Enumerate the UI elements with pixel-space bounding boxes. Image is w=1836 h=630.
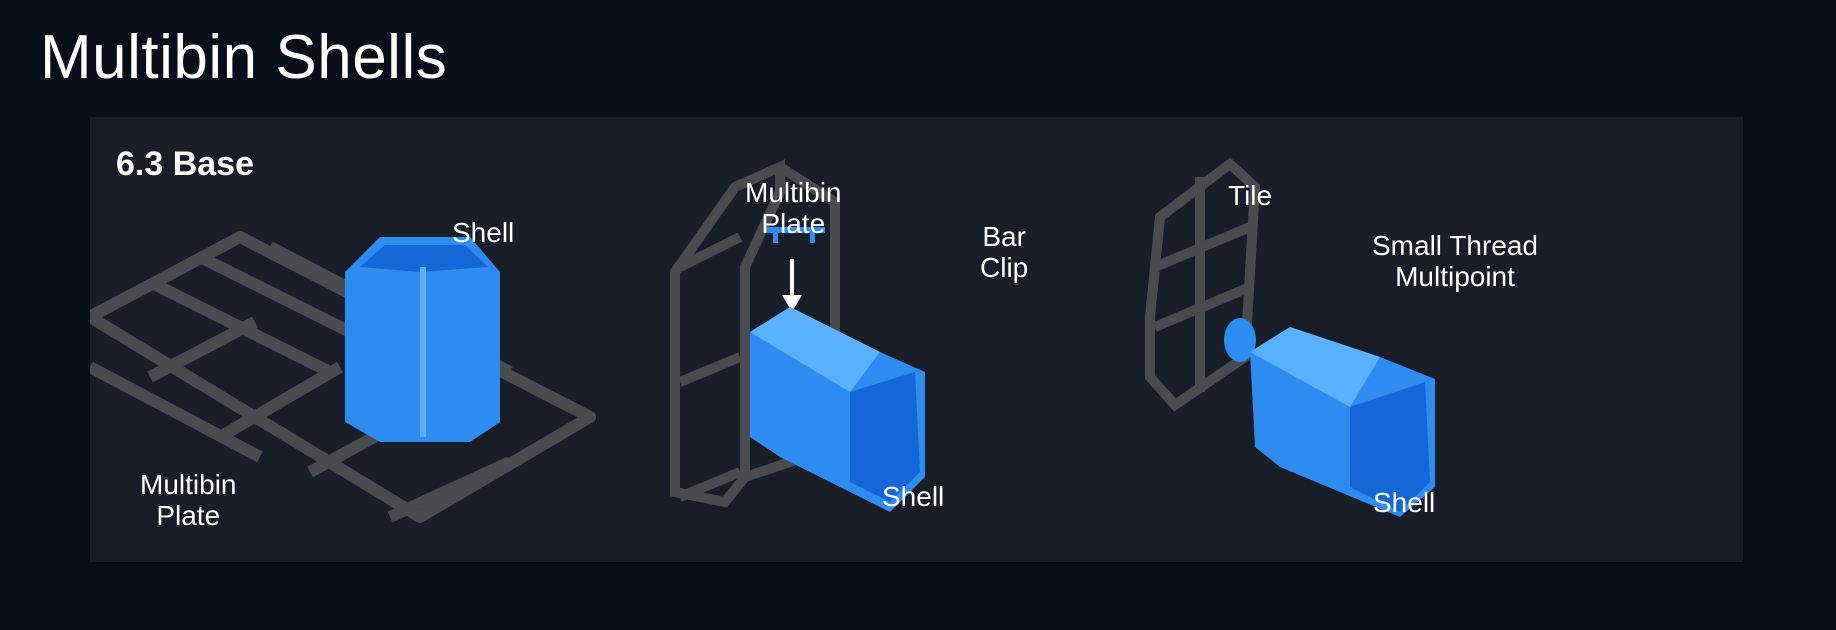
tile	[1145, 157, 1261, 412]
label-tile: Tile	[1228, 180, 1273, 211]
page-title: Multibin Shells	[40, 23, 448, 92]
shell-horizontal-3	[1250, 327, 1435, 517]
section-heading: 6.3 Base	[116, 145, 254, 183]
shell-upright-1	[345, 237, 500, 442]
label-shell-2: Shell	[882, 481, 945, 512]
assembly-illustrations	[90, 157, 1435, 523]
down-arrow-icon	[782, 259, 802, 312]
shell-horizontal-2	[750, 307, 925, 512]
small-thread-multipoint	[1224, 318, 1256, 362]
label-shell-3: Shell	[1373, 487, 1436, 518]
multibin-plate-grid	[90, 231, 596, 523]
bar-clip	[765, 227, 825, 243]
label-shell-1: Shell	[452, 217, 515, 248]
